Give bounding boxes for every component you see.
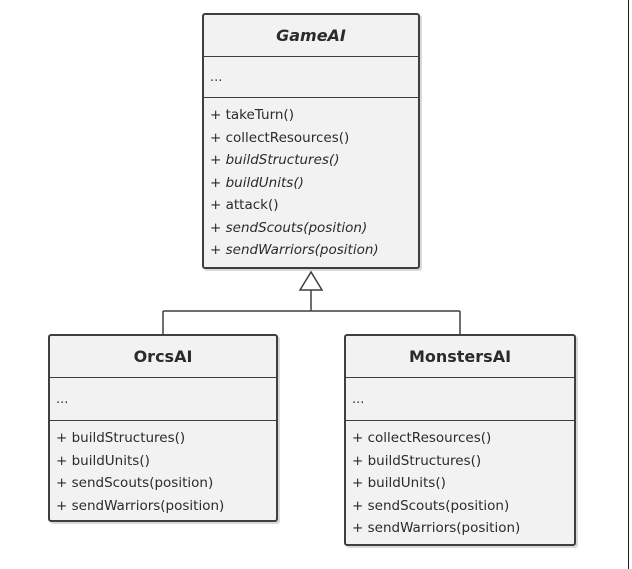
hollow-triangle-icon <box>298 270 324 291</box>
class-attributes-gameai: ... <box>204 57 418 98</box>
class-name-monstersai: MonstersAI <box>346 336 574 378</box>
class-gameai[interactable]: GameAI ... + takeTurn() + collectResourc… <box>202 13 420 269</box>
operation: + buildStructures() <box>210 152 340 168</box>
operation: + buildStructures() <box>352 452 482 469</box>
operation: + sendWarriors(position) <box>210 242 379 258</box>
class-attributes-monstersai: ... <box>346 378 574 421</box>
operation: + buildStructures() <box>56 430 186 446</box>
operation: + attack() <box>210 197 279 213</box>
operation: + buildUnits() <box>210 174 304 191</box>
class-orcsai[interactable]: OrcsAI ... + buildStructures() + buildUn… <box>48 334 278 522</box>
class-name-gameai: GameAI <box>204 15 418 57</box>
operation: + sendScouts(position) <box>352 497 510 514</box>
operation: + buildUnits() <box>56 452 150 469</box>
class-attributes-orcsai: ... <box>50 378 276 421</box>
operation: + sendScouts(position) <box>210 219 368 236</box>
operation: + sendWarriors(position) <box>352 520 521 536</box>
operation: + sendScouts(position) <box>56 475 214 491</box>
operation: + sendWarriors(position) <box>56 497 225 514</box>
operation: + buildUnits() <box>352 475 446 491</box>
frame-edge-line <box>628 0 629 569</box>
operation: + collectResources() <box>210 129 350 146</box>
class-name-orcsai: OrcsAI <box>50 336 276 378</box>
class-operations-monstersai: + collectResources() + buildStructures()… <box>346 421 574 540</box>
operation: + collectResources() <box>352 430 492 446</box>
operation: + takeTurn() <box>210 107 294 123</box>
class-monstersai[interactable]: MonstersAI ... + collectResources() + bu… <box>344 334 576 546</box>
class-operations-orcsai: + buildStructures() + buildUnits() + sen… <box>50 421 276 517</box>
class-operations-gameai: + takeTurn() + collectResources() + buil… <box>204 98 418 262</box>
